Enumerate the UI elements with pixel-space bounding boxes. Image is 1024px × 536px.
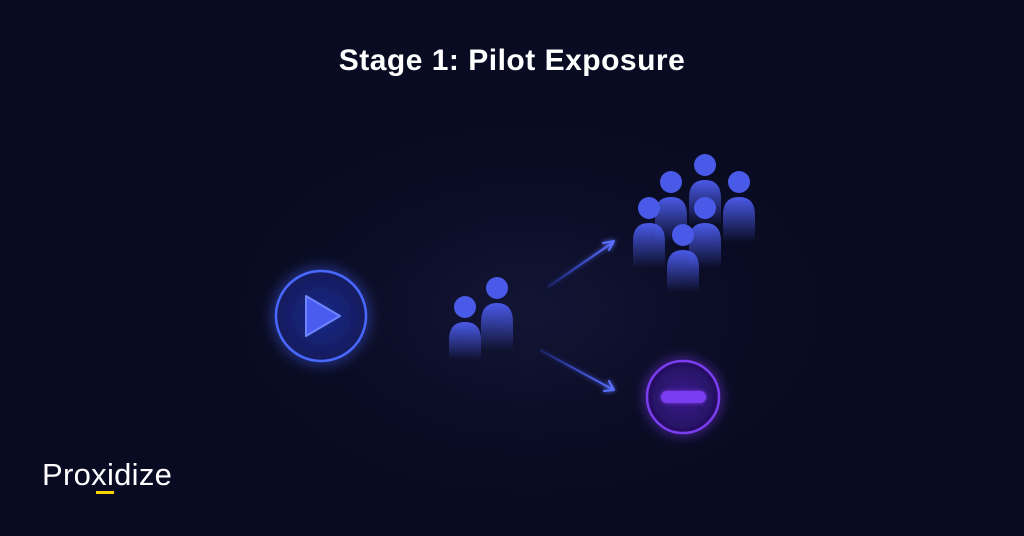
person-icon: [481, 277, 513, 350]
person-icon: [689, 197, 721, 268]
person-icon: [633, 197, 665, 268]
person-icon: [667, 224, 699, 292]
play-icon: [305, 295, 341, 337]
crowd-icon: [633, 154, 755, 292]
page-title: Stage 1: Pilot Exposure: [338, 44, 686, 77]
logo-accent-underline: [96, 491, 114, 494]
proxidize-logo: Proxidize: [42, 457, 173, 492]
person-icon: [449, 296, 481, 360]
blocked-node: [645, 359, 721, 435]
minus-icon: [661, 391, 706, 403]
play-node: [274, 269, 368, 363]
arrow-to-crowd: [547, 240, 615, 288]
pilot-group-icon: [449, 277, 513, 360]
arrow-to-blocked: [539, 349, 615, 392]
person-icon: [723, 171, 755, 242]
